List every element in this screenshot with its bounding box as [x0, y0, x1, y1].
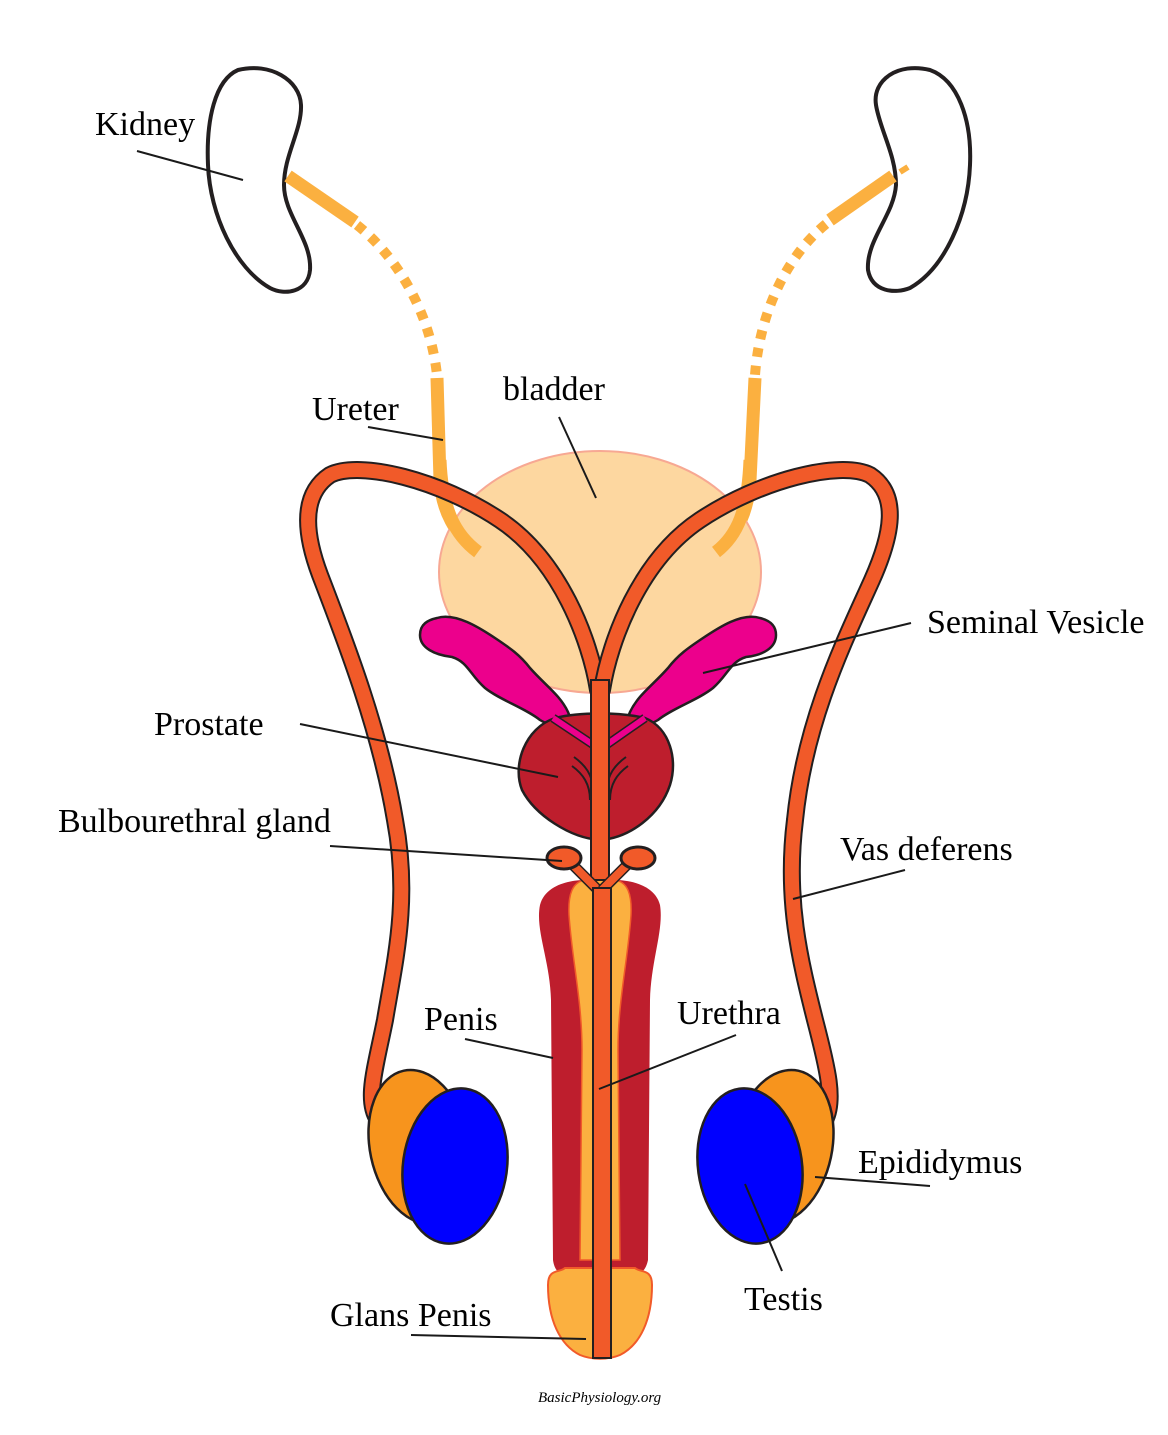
penis-leader — [464, 1038, 554, 1059]
vas-deferens-leader — [792, 869, 906, 900]
testis-leader — [744, 1183, 783, 1272]
kidney-label: Kidney — [95, 106, 195, 143]
urethra-leader — [598, 1034, 737, 1090]
epididymus-label: Epididymus — [858, 1144, 1022, 1181]
glans-penis-label: Glans Penis — [330, 1297, 492, 1334]
testis-right — [696, 1087, 804, 1245]
glans-penis-leader — [410, 1334, 587, 1340]
bulbourethral-gland-right — [598, 845, 657, 894]
bulbourethral-gland-leader — [329, 845, 563, 862]
kidney-right — [865, 66, 973, 293]
prostate-label: Prostate — [154, 706, 264, 743]
vas-deferens-label: Vas deferens — [840, 831, 1013, 868]
ejaculatory-duct — [590, 679, 610, 881]
bulbourethral-gland-label: Bulbourethral gland — [58, 803, 331, 840]
vas-deferens-right — [593, 461, 899, 1129]
testis-right-group — [696, 1068, 835, 1245]
epididymus-leader — [814, 1176, 931, 1187]
testis-left-group — [367, 1068, 509, 1245]
testis-left — [401, 1087, 509, 1245]
kidney-left — [205, 66, 313, 294]
seminal-vesicle-right — [624, 615, 778, 727]
vas-deferens-left — [299, 461, 607, 1129]
kidney-leader — [136, 150, 244, 181]
ureter-leader — [367, 426, 444, 441]
prostate-leader — [299, 723, 559, 778]
testis-label: Testis — [744, 1281, 823, 1318]
penis-label: Penis — [424, 1001, 498, 1038]
bladder-leader — [558, 416, 597, 499]
seminal-vesicle-label: Seminal Vesicle — [927, 604, 1145, 641]
credit-text: BasicPhysiology.org — [538, 1390, 662, 1406]
urethra — [592, 887, 612, 1359]
seminal-vesicle-leader — [702, 622, 912, 674]
ureter-label: Ureter — [312, 391, 400, 428]
bladder-label: bladder — [503, 371, 606, 408]
urethra-label: Urethra — [677, 995, 781, 1032]
seminal-vesicle-left — [418, 615, 574, 727]
bulbourethral-gland-left — [545, 845, 602, 894]
